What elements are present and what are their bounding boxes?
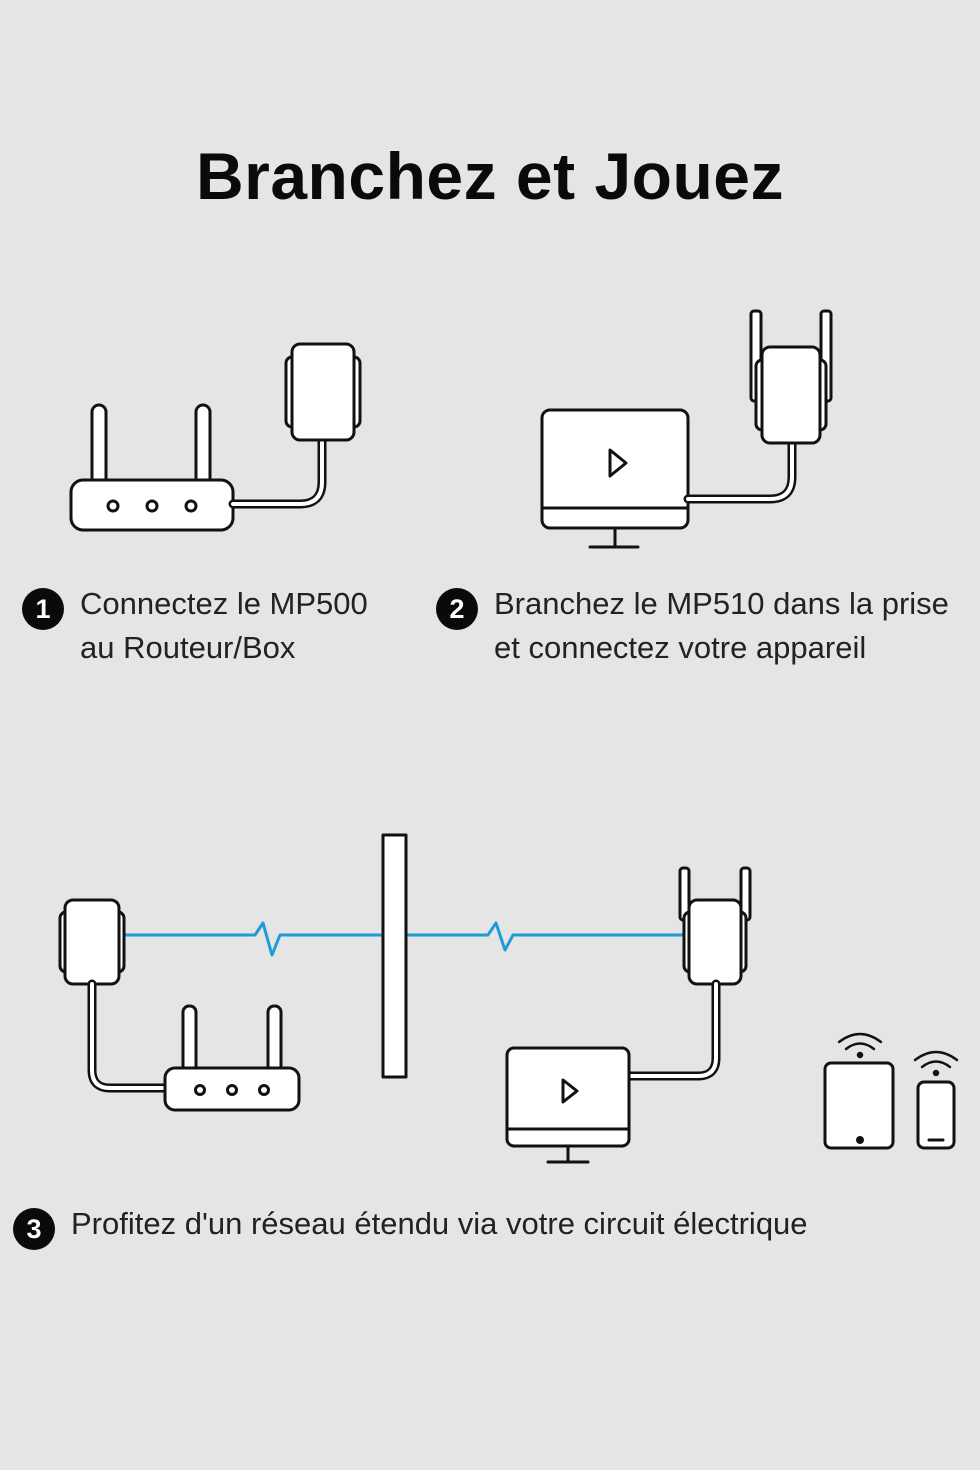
router-icon bbox=[163, 1004, 301, 1112]
step-description: Connectez le MP500 au Routeur/Box bbox=[80, 582, 368, 670]
step-line: Connectez le MP500 bbox=[80, 586, 368, 621]
step-number-badge: 1 bbox=[22, 588, 64, 630]
ethernet-cable bbox=[623, 979, 721, 1081]
step-line: au Routeur/Box bbox=[80, 630, 296, 665]
powerline-signal-line bbox=[120, 921, 386, 957]
step-1: 1 Connectez le MP500 au Routeur/Box bbox=[22, 586, 368, 670]
play-icon bbox=[608, 448, 628, 478]
step-3: 3 Profitez d'un réseau étendu via votre … bbox=[13, 1206, 808, 1250]
router-icon bbox=[69, 403, 235, 532]
monitor-icon bbox=[540, 408, 690, 549]
wifi-extender-icon bbox=[749, 309, 833, 445]
step-line: et connectez votre appareil bbox=[494, 630, 867, 665]
step-description: Profitez d'un réseau étendu via votre ci… bbox=[71, 1202, 808, 1246]
play-icon bbox=[561, 1078, 579, 1104]
step-line: Profitez d'un réseau étendu via votre ci… bbox=[71, 1206, 808, 1241]
step-2: 2 Branchez le MP510 dans la prise et con… bbox=[436, 586, 949, 670]
powerline-signal-line bbox=[404, 921, 686, 952]
step-number-badge: 3 bbox=[13, 1208, 55, 1250]
wall-icon bbox=[381, 833, 408, 1079]
tablet-icon bbox=[823, 1061, 895, 1150]
powerline-adapter-icon bbox=[284, 342, 362, 442]
step-description: Branchez le MP510 dans la prise et conne… bbox=[494, 582, 949, 670]
monitor-icon bbox=[505, 1046, 631, 1164]
powerline-adapter-icon bbox=[58, 898, 126, 986]
ethernet-cable bbox=[87, 979, 173, 1093]
ethernet-cable bbox=[683, 435, 797, 504]
step-line: Branchez le MP510 dans la prise bbox=[494, 586, 949, 621]
page-title: Branchez et Jouez bbox=[196, 139, 784, 213]
phone-icon bbox=[916, 1080, 956, 1150]
ethernet-cable bbox=[228, 435, 327, 509]
wifi-extender-icon bbox=[678, 866, 752, 986]
wifi-signal-icon bbox=[913, 1050, 959, 1077]
step-number-badge: 2 bbox=[436, 588, 478, 630]
wifi-signal-icon bbox=[837, 1032, 883, 1059]
